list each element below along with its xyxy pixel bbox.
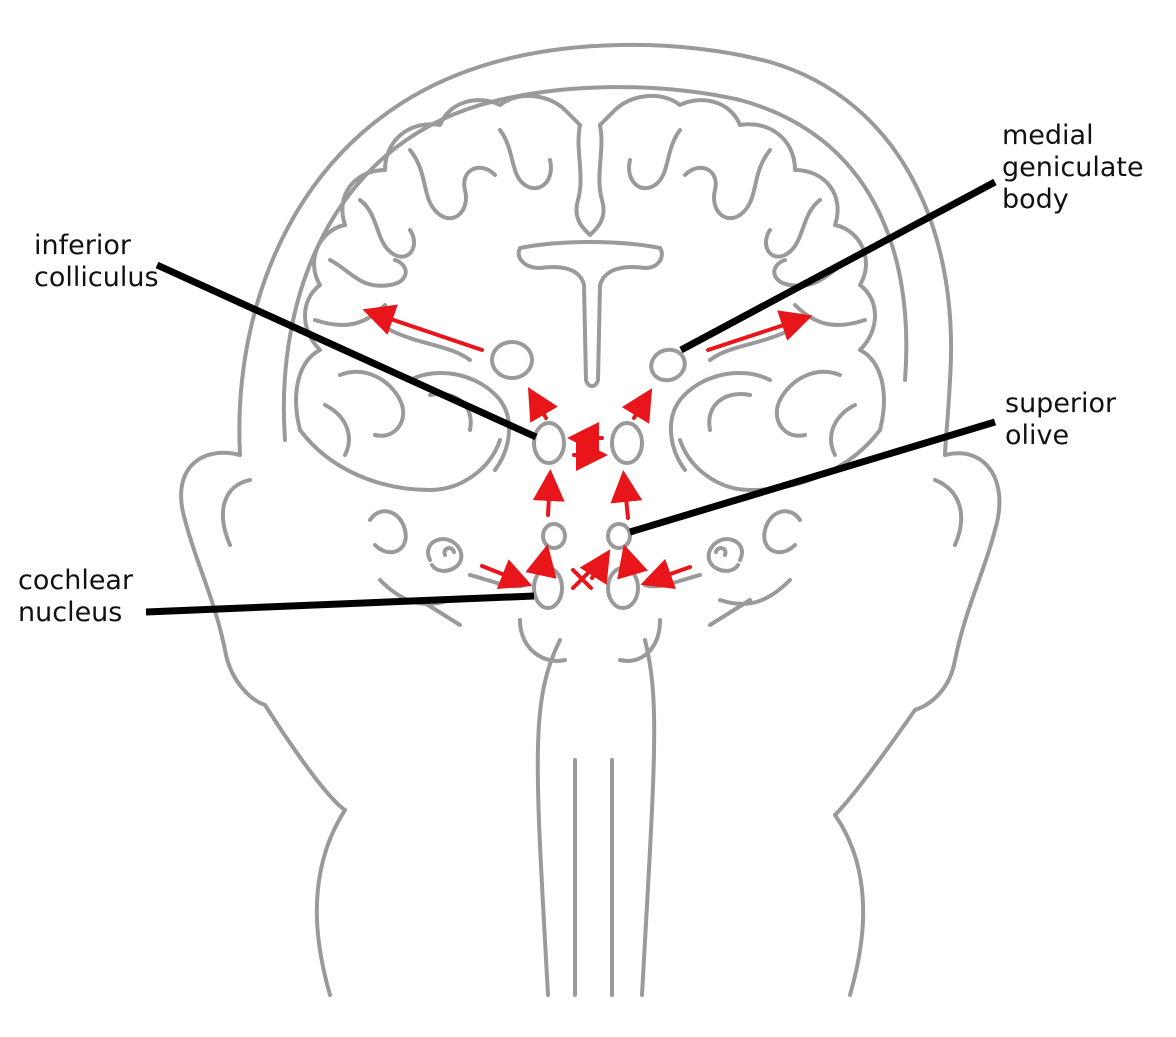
label-line: geniculate bbox=[1002, 152, 1144, 183]
arrow-ic-to-mgb-left bbox=[527, 387, 558, 423]
arrow-ic-to-mgb-right bbox=[621, 388, 653, 424]
medial-geniculate-body-left bbox=[490, 340, 534, 380]
arrow-cn-to-so-left bbox=[525, 544, 557, 579]
head-outline bbox=[179, 42, 1002, 997]
leader-inferior-colliculus bbox=[155, 261, 538, 441]
leader-medial-geniculate-body bbox=[679, 178, 997, 354]
arrow-ear-to-cn-left bbox=[480, 559, 533, 590]
label-line: medial bbox=[1002, 120, 1094, 151]
arrow-so-to-ic-right bbox=[610, 470, 643, 520]
label-cochlear-nucleus: cochlear nucleus bbox=[18, 565, 133, 629]
arrow-ear-to-cn-right bbox=[640, 558, 692, 589]
label-superior-olive: superior olive bbox=[1005, 388, 1116, 452]
arrow-so-to-ic-left bbox=[532, 469, 565, 517]
arrow-cn-to-so-right bbox=[617, 544, 648, 580]
label-line: cochlear bbox=[18, 565, 134, 596]
cross-x-icon bbox=[571, 568, 593, 590]
cochlear-nucleus-left bbox=[532, 566, 564, 610]
inferior-colliculus-left bbox=[532, 421, 566, 465]
ventricles bbox=[516, 240, 664, 388]
superior-olive-left bbox=[541, 522, 567, 550]
label-line: superior bbox=[1005, 388, 1117, 419]
cochlear-nucleus-right bbox=[606, 566, 640, 610]
leader-cochlear-nucleus bbox=[145, 592, 535, 616]
label-line: inferior bbox=[34, 230, 131, 261]
leader-superior-olive bbox=[628, 418, 997, 536]
superior-olive-right bbox=[606, 522, 632, 550]
medial-geniculate-body-right bbox=[649, 347, 687, 383]
arrow-cn-cross-to-so bbox=[579, 549, 611, 585]
label-line: colliculus bbox=[34, 262, 159, 293]
arrow-to-right-cortex bbox=[706, 310, 813, 352]
leader-lines bbox=[145, 178, 997, 616]
label-line: body bbox=[1002, 184, 1069, 215]
label-line: nucleus bbox=[18, 597, 123, 628]
label-inferior-colliculus: inferior colliculus bbox=[34, 230, 159, 294]
arrow-to-left-cortex bbox=[362, 304, 484, 352]
label-line: olive bbox=[1005, 420, 1070, 451]
label-medial-geniculate-body: medial geniculate body bbox=[1002, 120, 1144, 216]
auditory-pathway-arrows bbox=[362, 304, 813, 590]
inner-ears bbox=[368, 509, 802, 627]
inferior-colliculus-right bbox=[610, 421, 644, 465]
